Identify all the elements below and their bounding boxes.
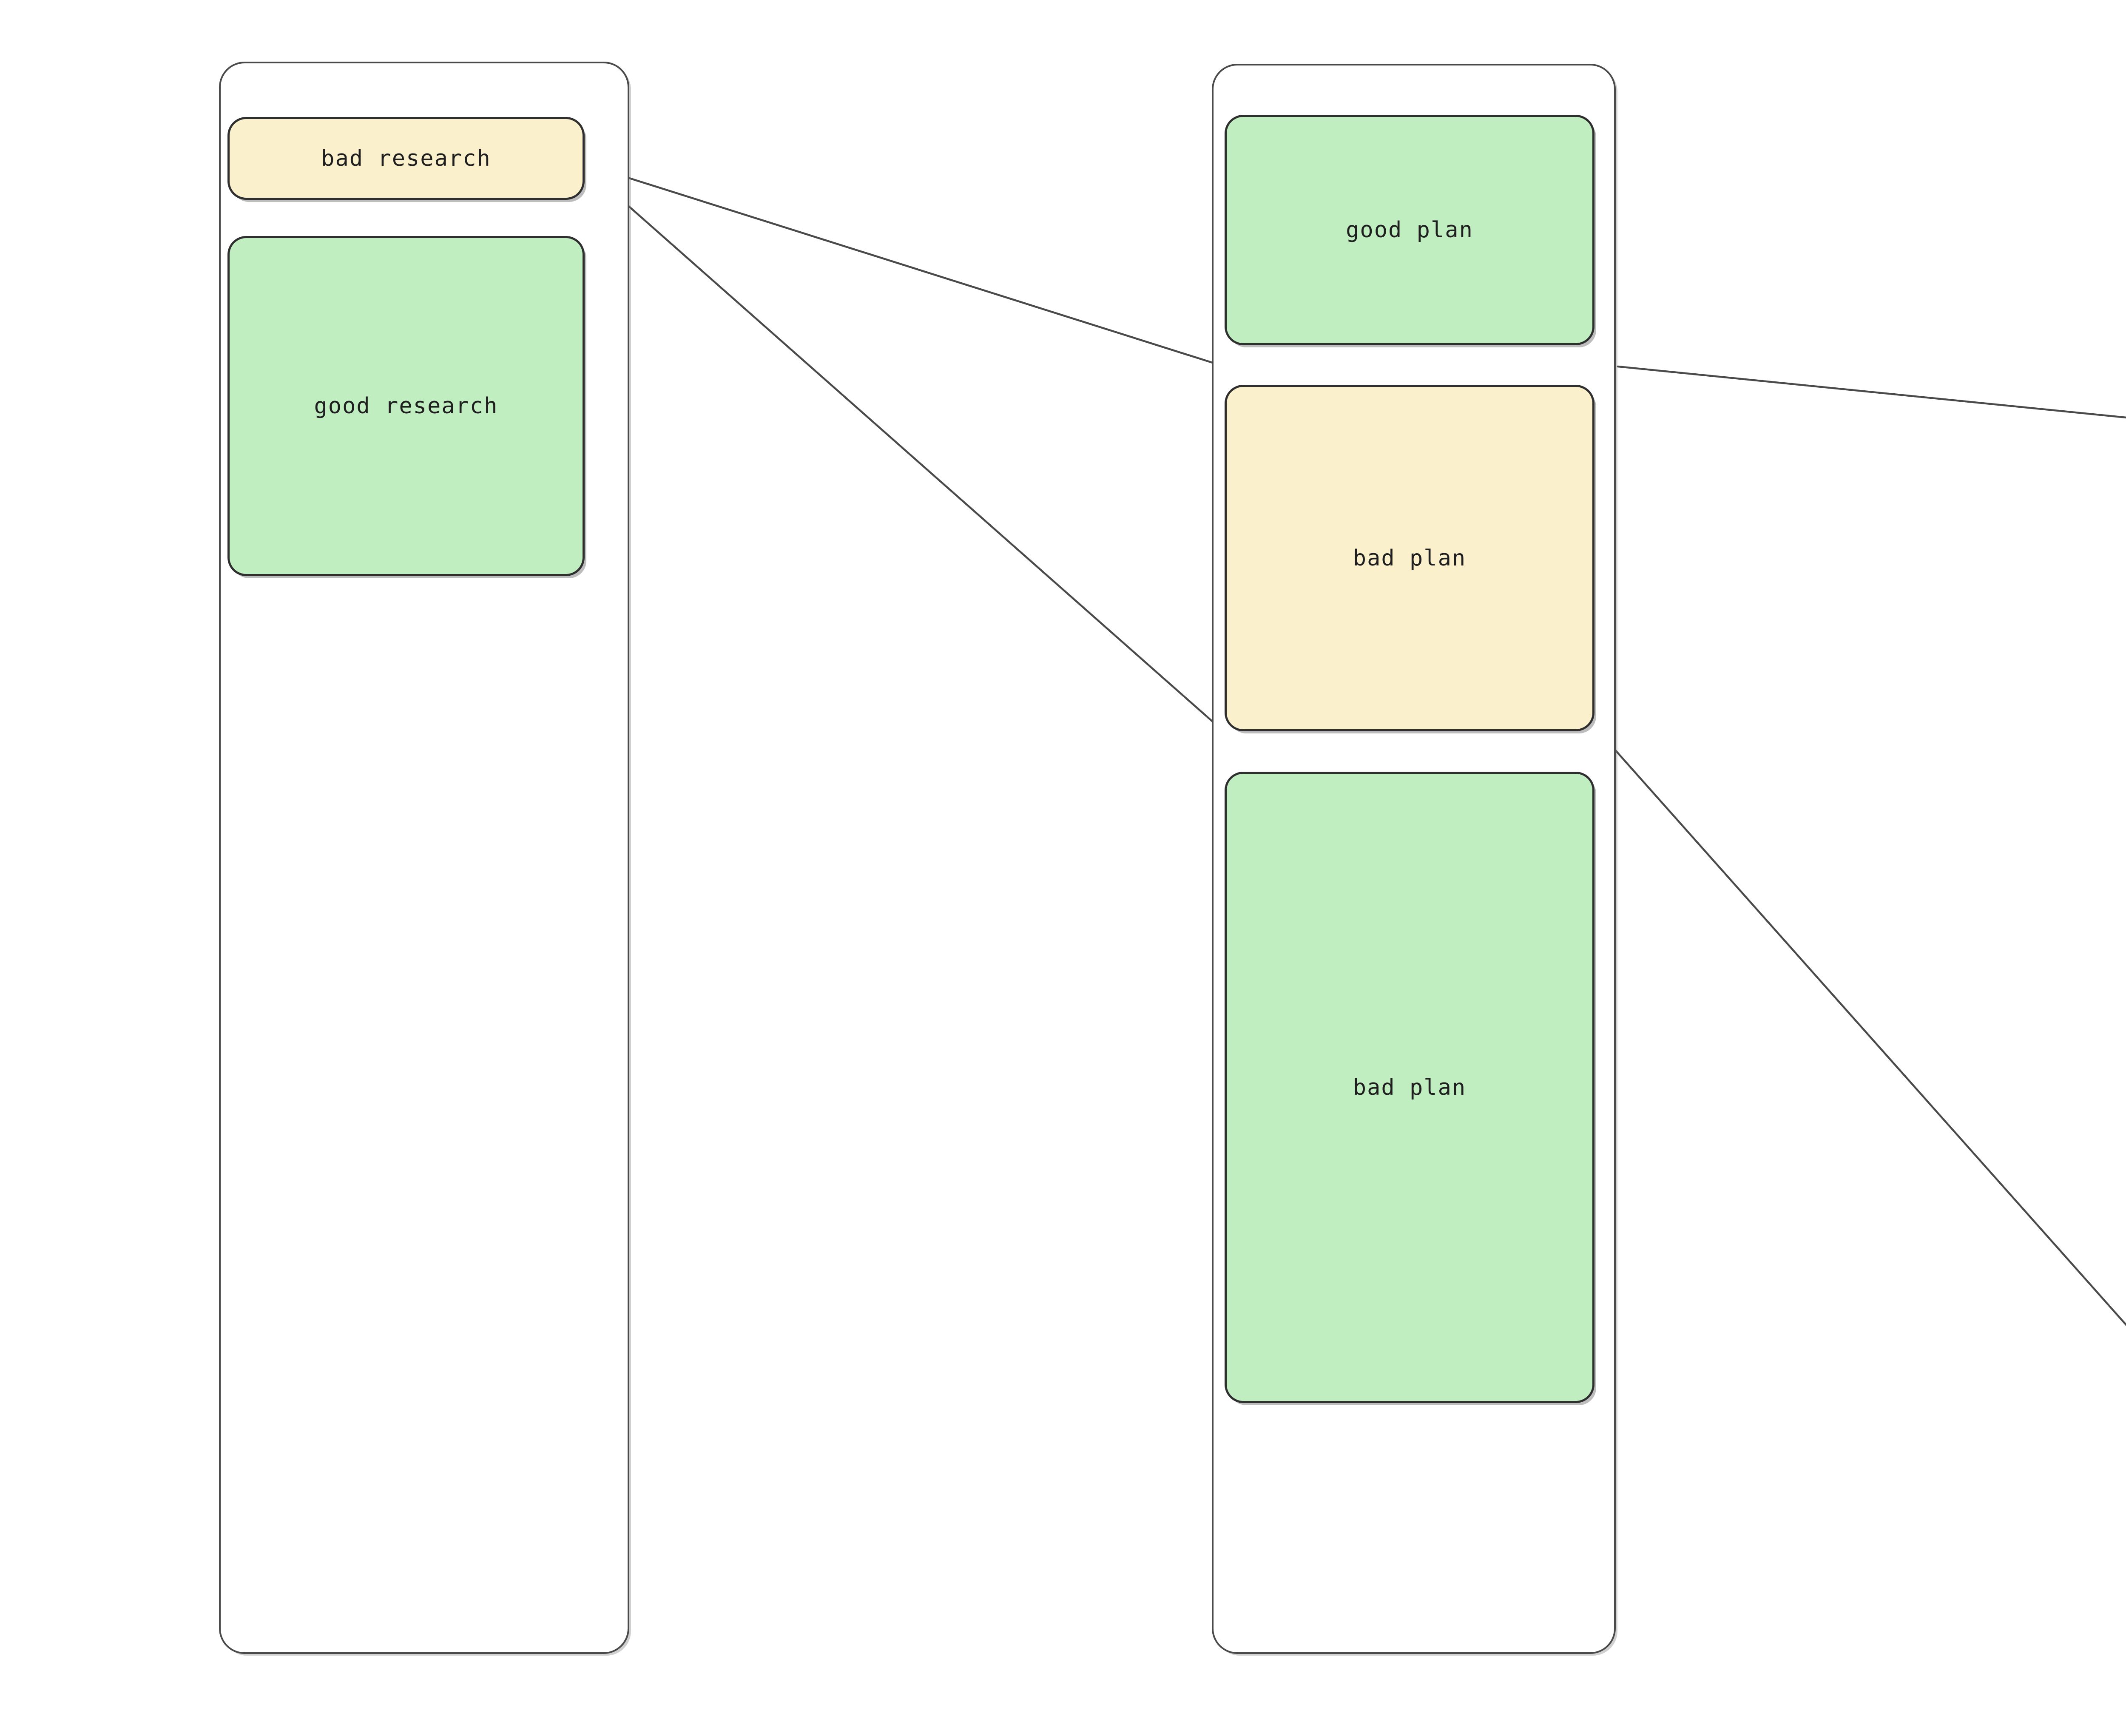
card-label-bad-plan-green: bad plan: [1353, 1074, 1467, 1100]
card-label-good-research: good research: [314, 393, 498, 419]
card-label-good-plan: good plan: [1346, 217, 1473, 243]
connector-bad-research-to-good-plan: [603, 169, 1226, 368]
connector-plan-to-bad-code: [1609, 744, 2126, 1327]
connector-plan-to-good-code: [1617, 365, 2126, 419]
card-bad-research[interactable]: bad research: [227, 117, 585, 200]
card-good-research[interactable]: good research: [227, 236, 585, 576]
card-label-bad-plan-yellow: bad plan: [1353, 545, 1467, 571]
card-label-bad-research: bad research: [321, 145, 491, 171]
connector-bad-research-to-bad-plan: [596, 177, 1226, 733]
card-bad-plan-green[interactable]: bad plan: [1225, 772, 1594, 1403]
card-bad-plan-yellow[interactable]: bad plan: [1225, 385, 1594, 731]
card-good-plan[interactable]: good plan: [1225, 115, 1594, 345]
